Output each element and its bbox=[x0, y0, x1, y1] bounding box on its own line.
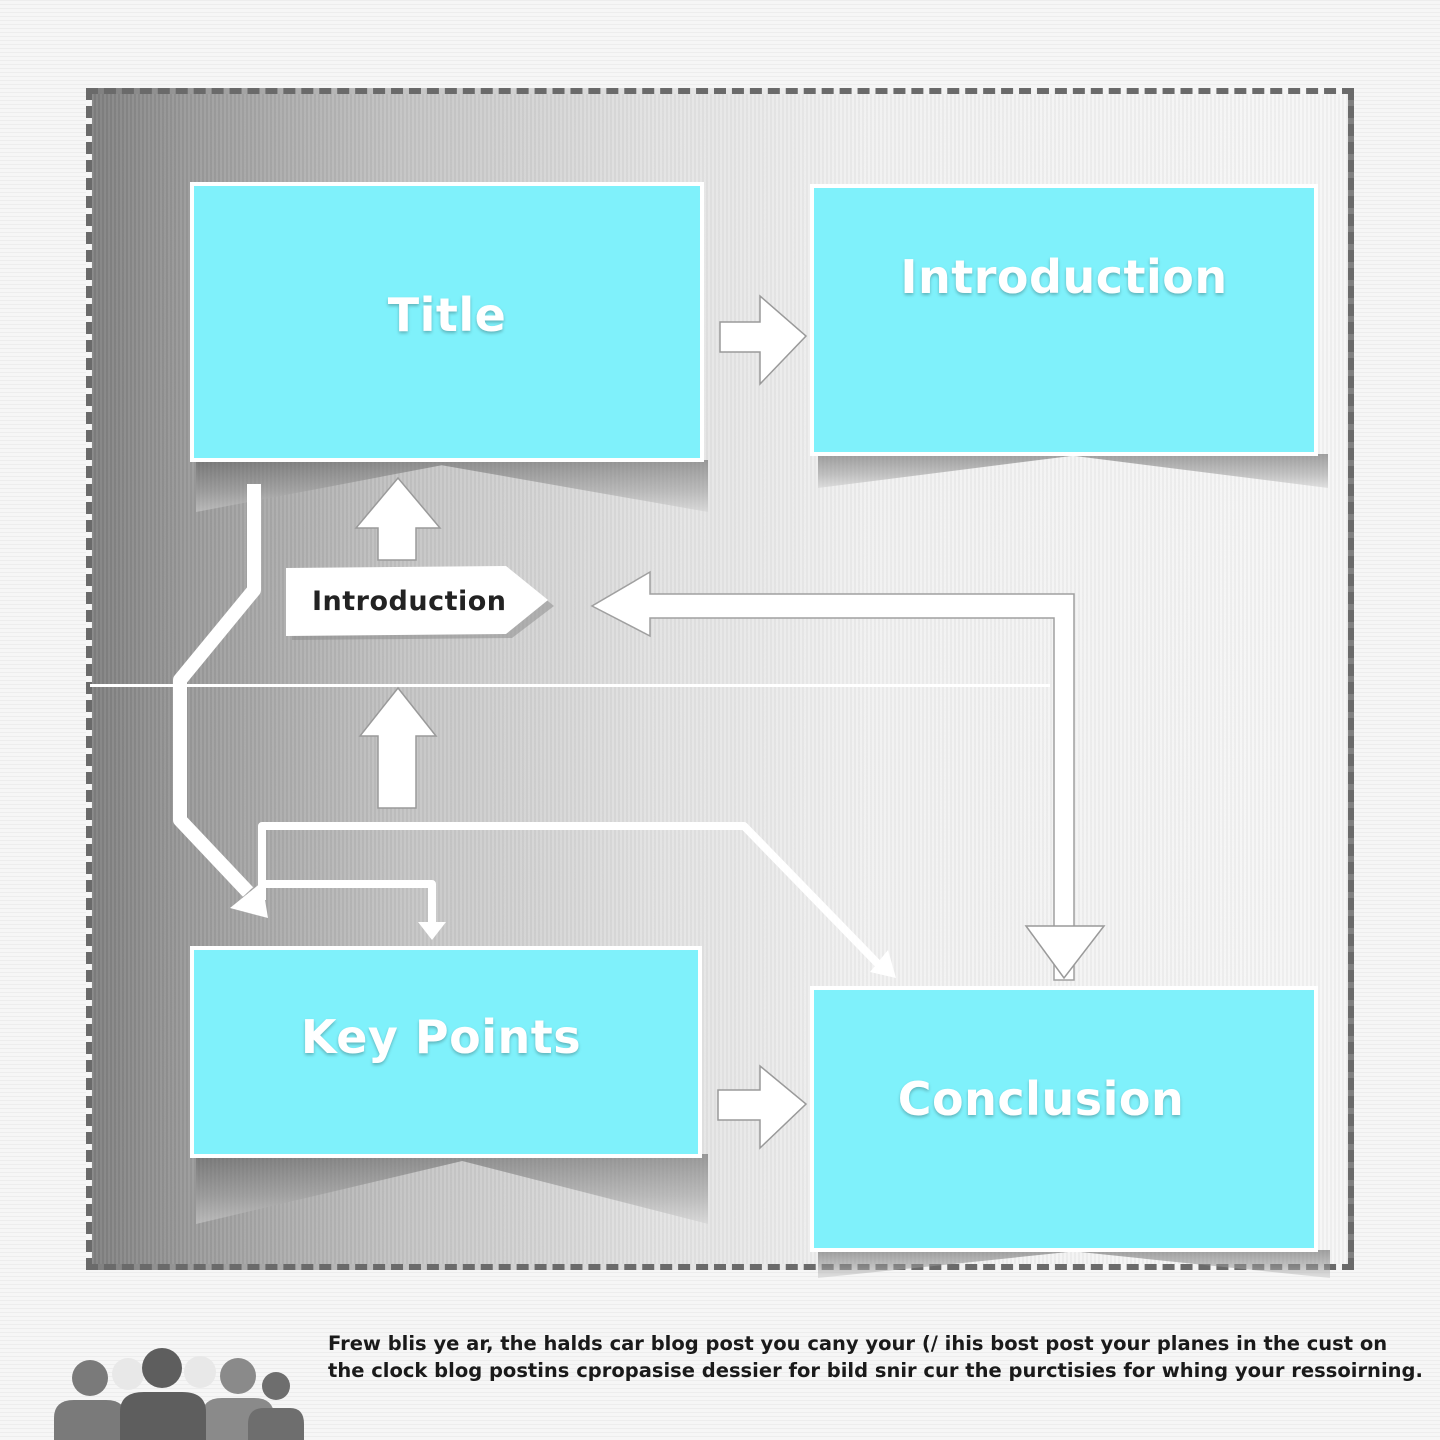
introduction-box-label: Introduction bbox=[900, 250, 1228, 304]
people-group-icon bbox=[54, 1348, 304, 1440]
title-box[interactable]: Title bbox=[190, 182, 704, 462]
key-points-box[interactable]: Key Points bbox=[190, 946, 702, 1158]
title-box-label: Title bbox=[387, 288, 507, 342]
introduction-tag-label: Introduction bbox=[312, 586, 507, 617]
key-points-box-label: Key Points bbox=[300, 1010, 582, 1064]
introduction-tag[interactable]: Introduction bbox=[286, 566, 556, 642]
caption-text: Frew blis ye ar, the halds car blog post… bbox=[328, 1330, 1423, 1384]
caption-line-2: the clock blog postins cpropasise dessie… bbox=[328, 1359, 1423, 1382]
section-divider bbox=[90, 684, 1050, 687]
tag-shape bbox=[286, 566, 554, 640]
conclusion-box-label: Conclusion bbox=[897, 1072, 1185, 1126]
conclusion-box[interactable]: Conclusion bbox=[810, 986, 1318, 1252]
introduction-box[interactable]: Introduction bbox=[810, 184, 1318, 456]
arrow-right-icon bbox=[717, 1064, 808, 1150]
caption-line-1: Frew blis ye ar, the halds car blog post… bbox=[328, 1332, 1388, 1355]
arrow-down-icon bbox=[1024, 925, 1106, 980]
arrow-up-icon bbox=[354, 476, 442, 561]
arrow-up-icon bbox=[358, 686, 438, 809]
arrow-right-icon bbox=[719, 294, 808, 386]
small-down-connector bbox=[262, 880, 446, 940]
bent-connector bbox=[173, 484, 268, 918]
arrow-left-icon bbox=[590, 570, 1075, 981]
loop-connector bbox=[258, 822, 896, 978]
